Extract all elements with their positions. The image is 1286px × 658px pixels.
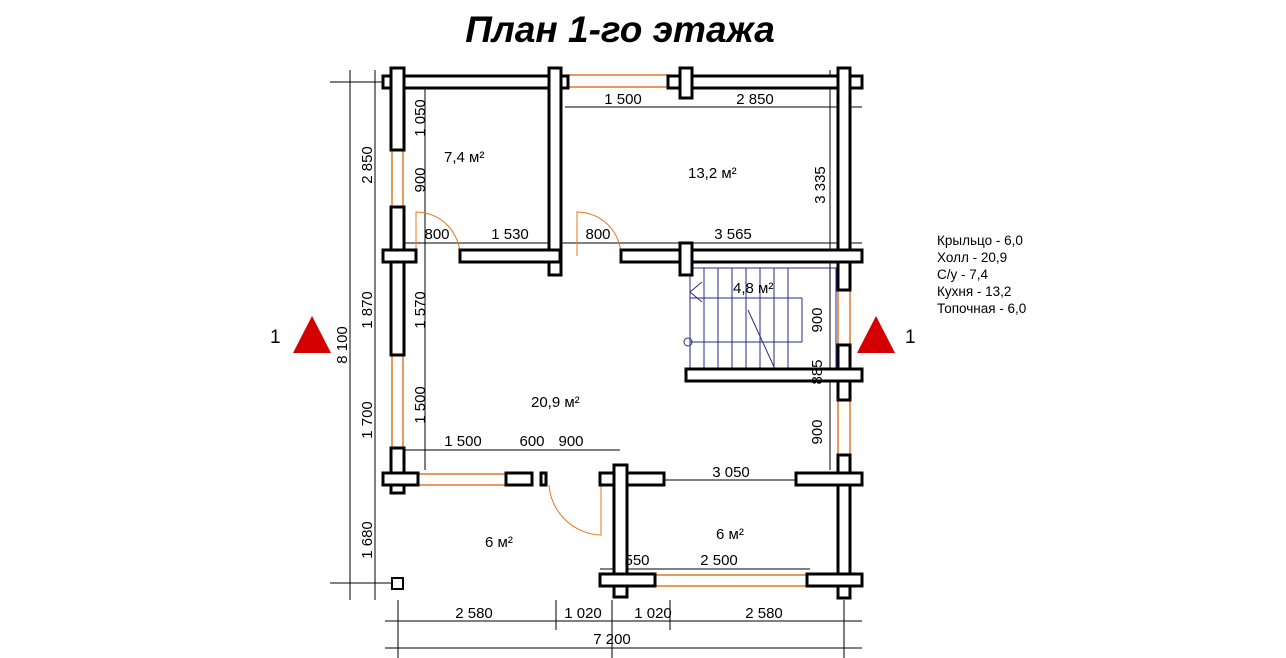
dim-label: 2 500 <box>700 552 738 569</box>
room-area: 7,4 м² <box>444 149 484 166</box>
legend-item: Крыльцо - 6,0 <box>937 233 1023 248</box>
dimension-labels: 1 500 2 850 1 050 900 2 850 3 335 800 1 … <box>334 91 829 648</box>
window <box>391 149 404 208</box>
dim-label: 3 050 <box>712 464 750 481</box>
dim-label: 900 <box>412 167 429 192</box>
dim-label: 2 850 <box>359 146 376 184</box>
legend-item: Кухня - 13,2 <box>937 284 1012 299</box>
dim-label: 1 020 <box>564 605 602 622</box>
dim-label: 550 <box>624 552 649 569</box>
dim-label: 800 <box>424 226 449 243</box>
dim-label: 1 050 <box>412 99 429 137</box>
legend-item: Топочная - 6,0 <box>937 301 1027 316</box>
dim-label: 1 680 <box>359 521 376 559</box>
window <box>391 354 404 449</box>
dim-label: 1 700 <box>359 401 376 439</box>
dim-label: 1 570 <box>412 291 429 329</box>
room-area: 6 м² <box>716 526 744 543</box>
room-area: 13,2 м² <box>688 165 737 182</box>
dim-label: 1 530 <box>491 226 529 243</box>
room-areas: 7,4 м² 13,2 м² 4,8 м² 20,9 м² 6 м² 6 м² <box>444 149 773 551</box>
staircase <box>683 267 837 370</box>
dim-label: 900 <box>809 419 826 444</box>
dim-label: 900 <box>809 307 826 332</box>
dim-label: 2 850 <box>736 91 774 108</box>
plan-title: План 1-го этажа <box>465 9 775 50</box>
legend-item: Холл - 20,9 <box>937 250 1008 265</box>
dim-label: 1 870 <box>359 291 376 329</box>
door <box>548 484 602 536</box>
doors <box>415 211 622 536</box>
window <box>654 574 808 587</box>
dim-label: 2 580 <box>455 605 493 622</box>
window <box>567 74 669 88</box>
door <box>576 211 622 257</box>
window <box>837 289 851 346</box>
dimension-lines <box>330 70 862 658</box>
dim-label: 8 100 <box>334 326 351 364</box>
window <box>417 473 507 486</box>
dim-label: 1 500 <box>444 433 482 450</box>
section-triangle-icon <box>293 316 331 353</box>
section-label: 1 <box>270 327 281 348</box>
door <box>415 211 461 257</box>
dim-label: 1 500 <box>604 91 642 108</box>
room-area: 4,8 м² <box>733 280 773 297</box>
porch-post <box>391 577 404 590</box>
walls <box>381 66 864 600</box>
area-legend: Крыльцо - 6,0 Холл - 20,9 С/у - 7,4 Кухн… <box>937 232 1026 317</box>
room-area: 6 м² <box>485 534 513 551</box>
section-marker-left: 1 <box>270 316 331 353</box>
window <box>837 399 851 456</box>
room-area: 20,9 м² <box>531 394 580 411</box>
dim-label: 7 200 <box>593 631 631 648</box>
section-marker-right: 1 <box>857 316 916 353</box>
section-label: 1 <box>905 327 916 348</box>
section-triangle-icon <box>857 316 895 353</box>
dim-label: 3 335 <box>812 166 829 204</box>
dim-label: 900 <box>558 433 583 450</box>
legend-item: С/у - 7,4 <box>937 267 989 282</box>
dim-label: 1 020 <box>634 605 672 622</box>
dim-label: 3 565 <box>714 226 752 243</box>
dim-label: 600 <box>519 433 544 450</box>
dim-label: 1 500 <box>412 386 429 424</box>
dim-label: 885 <box>809 359 826 384</box>
dim-label: 2 580 <box>745 605 783 622</box>
dim-label: 800 <box>585 226 610 243</box>
